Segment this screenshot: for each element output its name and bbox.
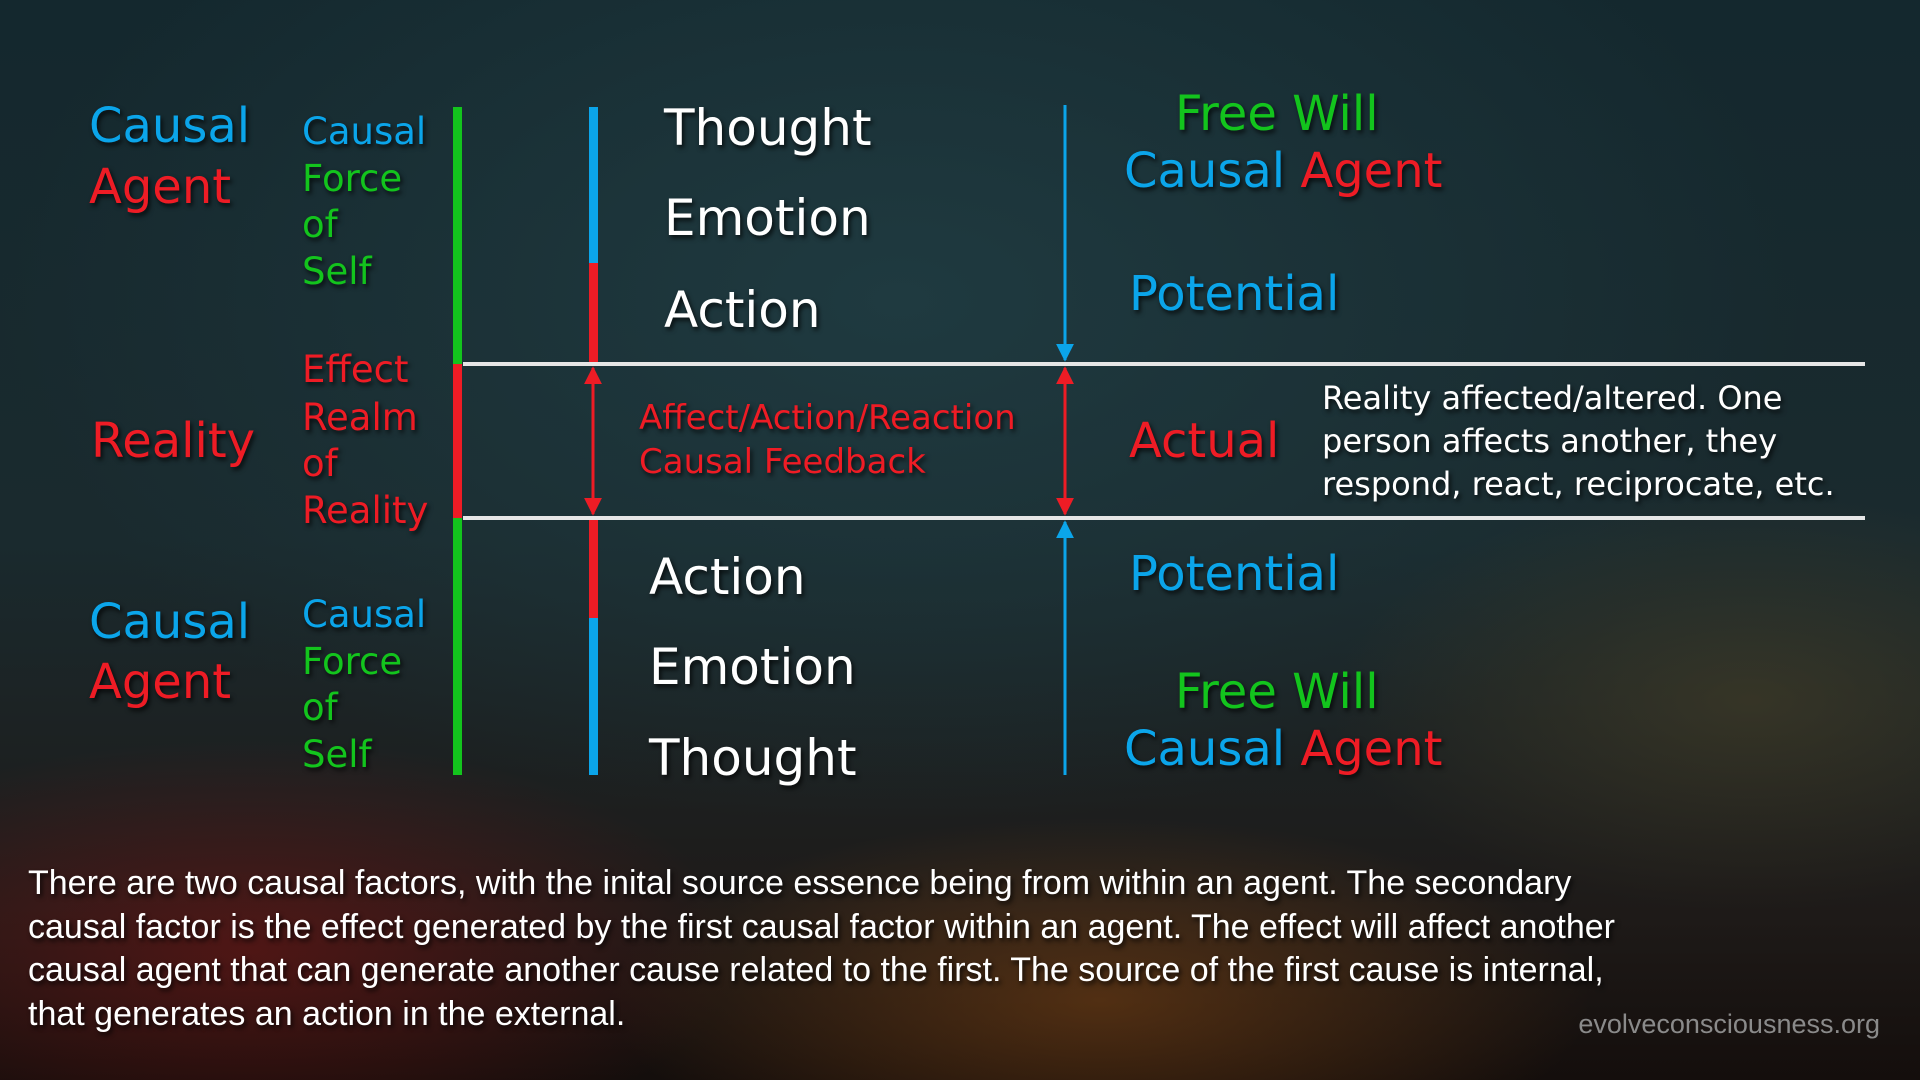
paragraph-line: causal agent that can generate another c… xyxy=(28,951,1604,989)
reality-description: Reality affected/altered. One person aff… xyxy=(1322,377,1835,506)
paragraph-line: that generates an action in the external… xyxy=(28,994,626,1033)
col2-bottom-2: of xyxy=(302,686,338,729)
paragraph-line: There are two causal factors, with the i… xyxy=(28,864,1572,902)
right-actual: Actual xyxy=(1129,413,1280,469)
left-bottom-agent: Agent xyxy=(89,654,232,710)
col2-bottom-0: Causal xyxy=(302,593,427,636)
feedback-line1: Affect/Action/Reaction xyxy=(639,398,1016,438)
col2-bottom-1: Force xyxy=(302,640,403,683)
col2-mid-3: Reality xyxy=(302,489,429,532)
bottom-step-action: Action xyxy=(649,548,806,606)
left-reality: Reality xyxy=(91,413,256,469)
top-step-thought: Thought xyxy=(664,99,872,157)
description-line: Reality affected/altered. One xyxy=(1322,379,1783,417)
right-top-free-will: Free Will xyxy=(1175,86,1379,142)
col2-mid-2: of xyxy=(302,442,338,485)
left-top-causal: Causal xyxy=(89,98,251,154)
col2-top-3: Self xyxy=(302,250,372,293)
left-top-agent: Agent xyxy=(89,159,232,215)
bottom-step-thought: Thought xyxy=(649,729,857,787)
explanation-paragraph: There are two causal factors, with the i… xyxy=(28,862,1615,1036)
right-bottom-causal-agent: Causal Agent xyxy=(1124,725,1442,773)
right-bottom-agent: Agent xyxy=(1300,721,1443,777)
feedback-line2: Causal Feedback xyxy=(639,442,926,482)
paragraph-line: causal factor is the effect generated by… xyxy=(28,907,1615,946)
top-step-action: Action xyxy=(664,281,821,339)
col2-mid-1: Realm xyxy=(302,396,418,439)
col2-top-2: of xyxy=(302,203,338,246)
realm-bar xyxy=(453,107,462,775)
watermark: evolveconsciousness.org xyxy=(1578,1009,1880,1039)
right-top-causal-agent: Causal Agent xyxy=(1124,147,1442,195)
right-bottom-free-will: Free Will xyxy=(1175,664,1379,720)
right-bottom-causal: Causal xyxy=(1124,721,1286,777)
col2-bottom-3: Self xyxy=(302,733,372,776)
description-line: person affects another, they xyxy=(1322,422,1778,460)
right-bottom-potential: Potential xyxy=(1129,546,1340,602)
col2-top-0: Causal xyxy=(302,110,427,153)
description-line: respond, react, reciprocate, etc. xyxy=(1322,465,1835,503)
right-top-causal: Causal xyxy=(1124,143,1286,199)
col2-mid-0: Effect xyxy=(302,348,409,391)
top-step-emotion: Emotion xyxy=(664,189,871,247)
col2-top-1: Force xyxy=(302,157,403,200)
right-top-agent: Agent xyxy=(1300,143,1443,199)
right-top-potential: Potential xyxy=(1129,266,1340,322)
process-bar xyxy=(584,107,602,775)
left-bottom-causal: Causal xyxy=(89,594,251,650)
bottom-step-emotion: Emotion xyxy=(649,638,856,696)
